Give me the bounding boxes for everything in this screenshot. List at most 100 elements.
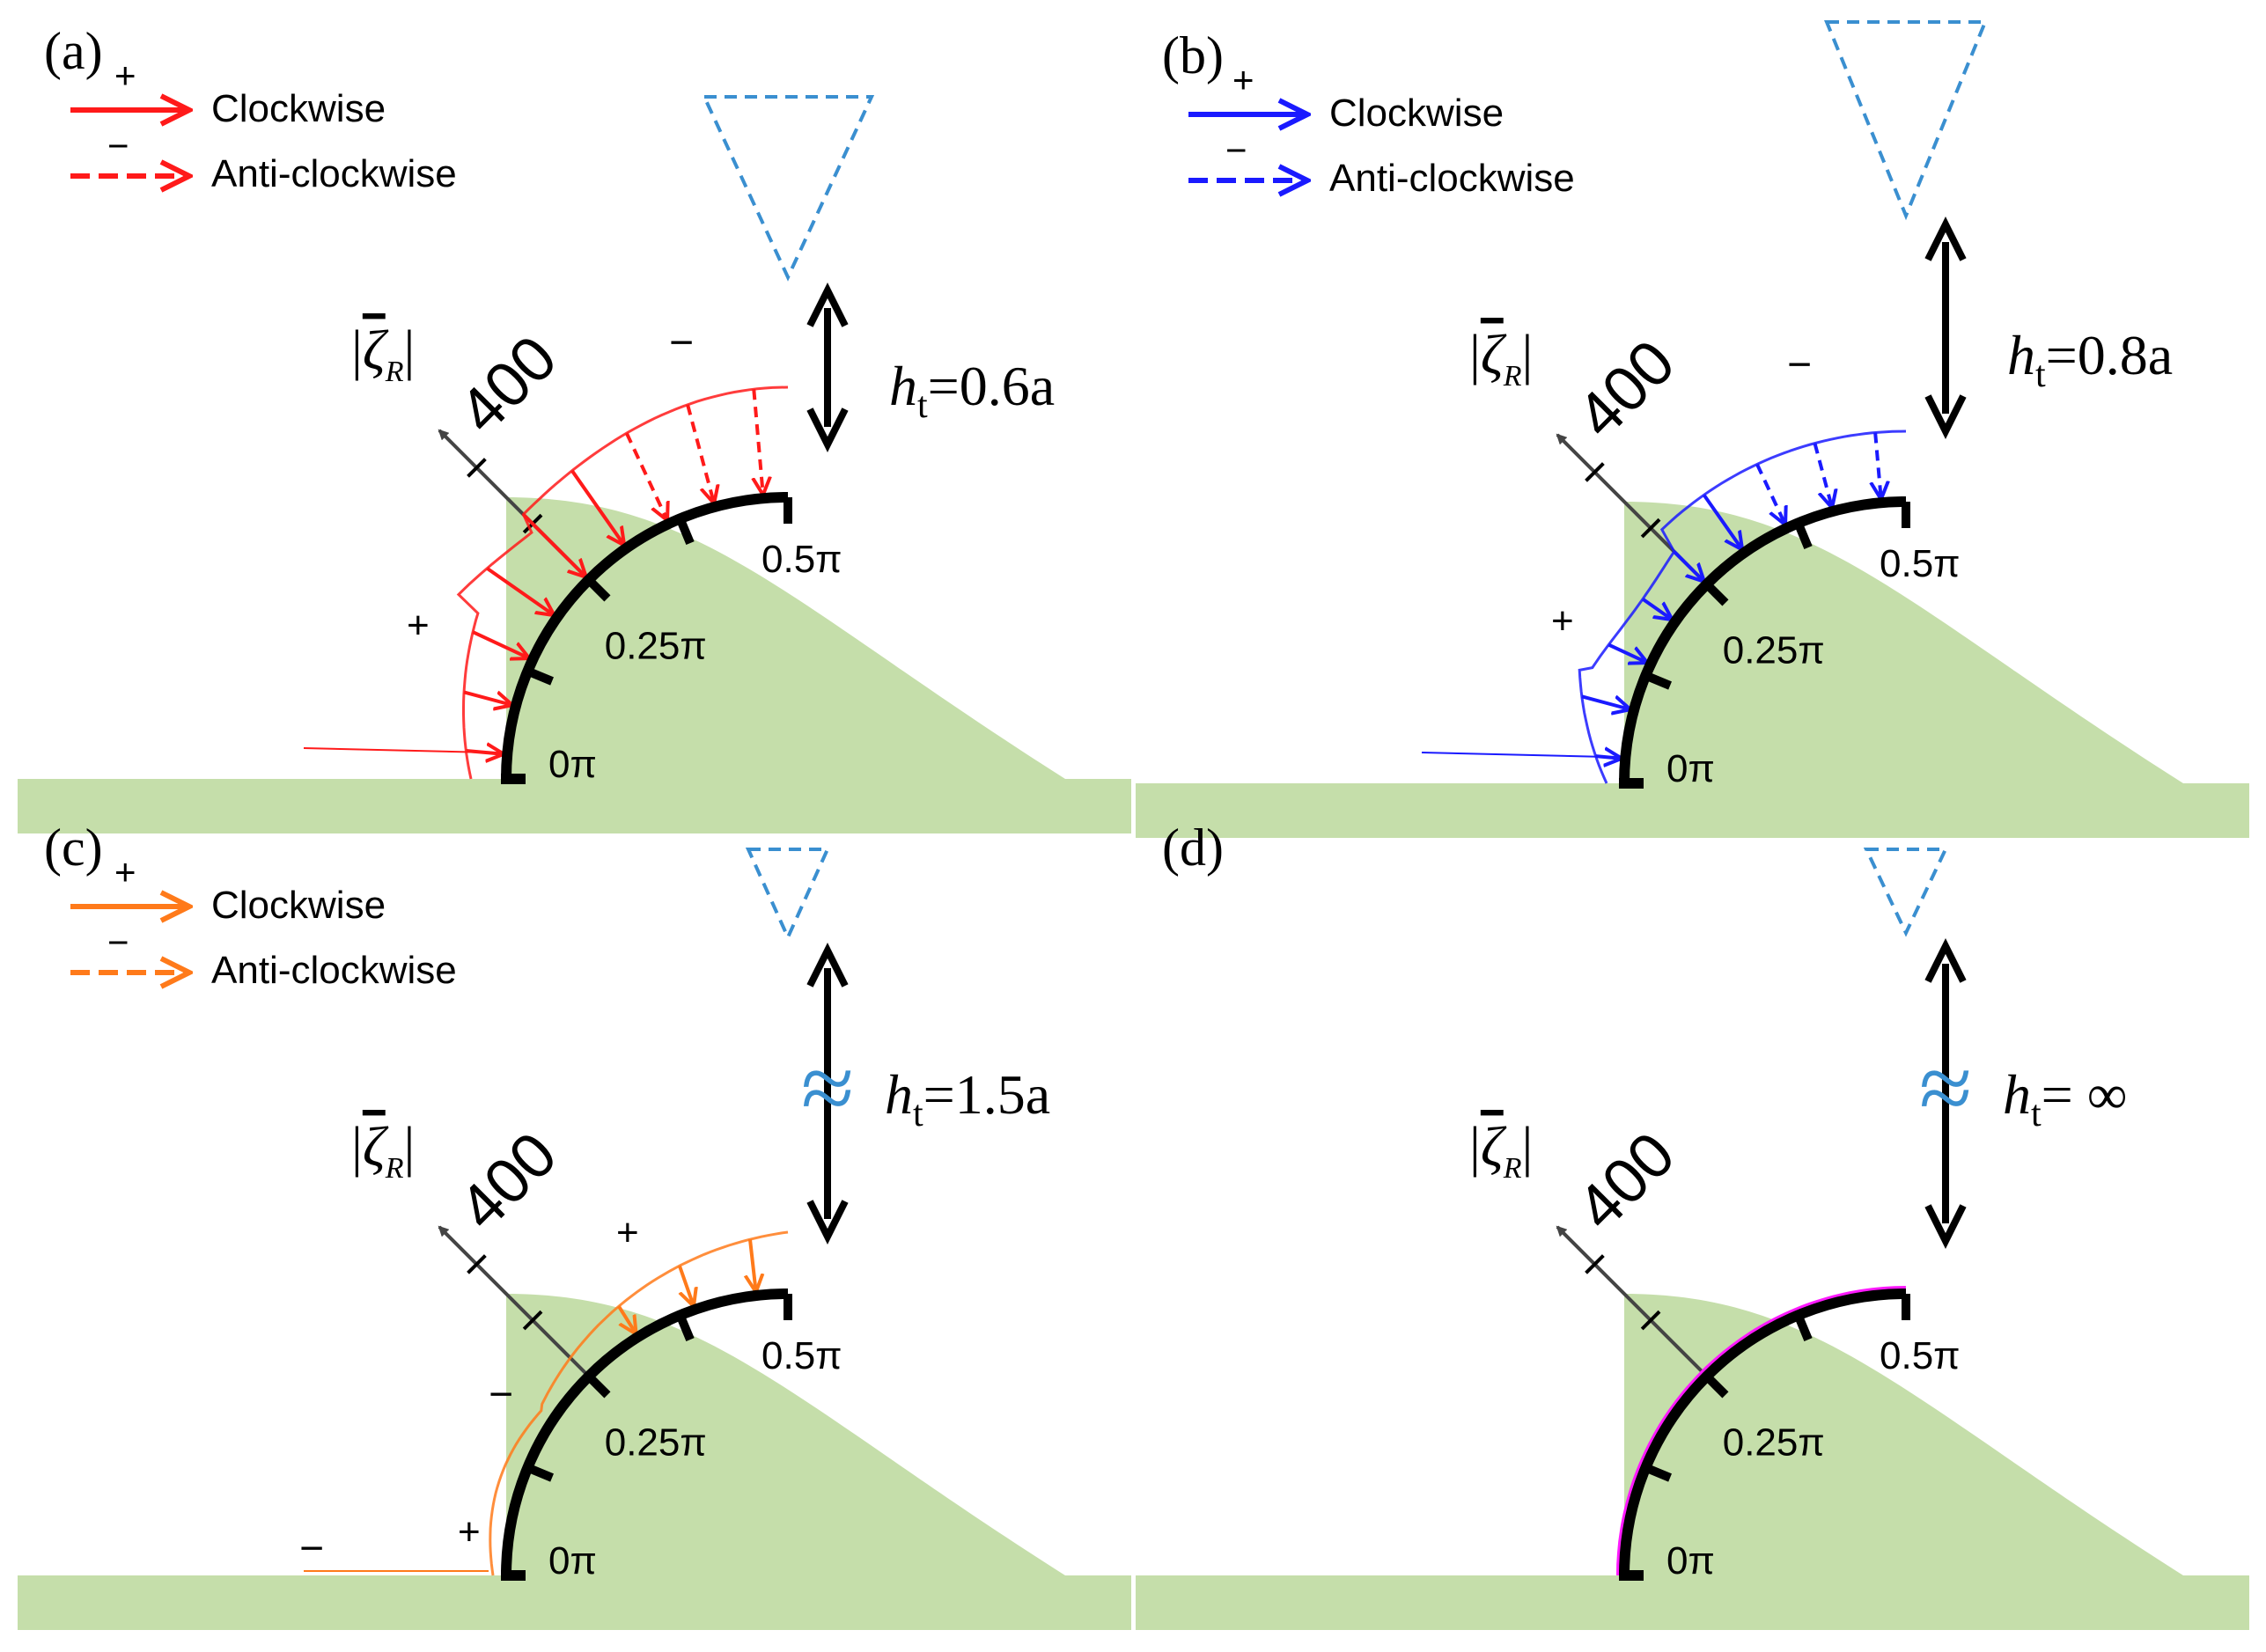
magnitude-axis-tick <box>1585 462 1605 482</box>
arc-tick <box>1793 521 1813 549</box>
panel-b: ht=0.8a400|ζR|−+0π0.25π0.5π(b)+Clockwise… <box>1136 20 2249 838</box>
sign-minus: − <box>489 1371 513 1418</box>
profile-arrow <box>624 432 666 518</box>
height-arrow-head-up <box>806 943 849 988</box>
magnitude-axis-label: |ζR| <box>351 1115 415 1185</box>
legend-plus-sign: + <box>1232 59 1254 100</box>
probe-tip-outline <box>701 95 875 282</box>
magnitude-axis-value: 400 <box>1563 1119 1688 1244</box>
magnitude-axis <box>1556 1225 1709 1378</box>
tick-label-05pi: 0.5π <box>761 538 842 581</box>
legend-anticlockwise-label: Anti-clockwise <box>211 152 457 195</box>
profile-arrow <box>486 567 553 614</box>
tick-label-0pi: 0π <box>1666 747 1715 790</box>
magnitude-axis-label: |ζR| <box>1469 323 1533 393</box>
arc-tick <box>585 576 611 602</box>
axis-break-symbol: ≈ <box>801 1034 854 1142</box>
sign-plus: + <box>616 1211 639 1254</box>
profile-arrow <box>686 404 714 502</box>
legend-clockwise-label: Clockwise <box>211 87 386 130</box>
profile-arrow <box>463 690 511 704</box>
profile-arrow <box>1813 443 1831 506</box>
arc-tick <box>675 1313 695 1341</box>
arc-tick <box>675 517 695 545</box>
legend-anticlockwise-label: Anti-clockwise <box>1329 157 1575 200</box>
arc-tick <box>1644 1463 1672 1482</box>
magnitude-axis-label: |ζR| <box>1469 1115 1533 1185</box>
magnitude-axis-value: 400 <box>445 1119 570 1244</box>
droplet-dome <box>1624 1294 2183 1575</box>
magnitude-axis-tick <box>1640 1310 1661 1331</box>
legend-clockwise-label: Clockwise <box>211 884 386 927</box>
legend-minus-sign: − <box>107 921 129 963</box>
magnitude-axis-tick <box>467 458 487 478</box>
magnitude-axis-tick <box>522 1310 543 1331</box>
tick-label-025pi: 0.25π <box>605 625 707 668</box>
panel-c: ≈ ht=1.5a 400 |ζR| + − + − 0π 0.25π 0.5π (c) + Clockw… <box>18 819 1131 1630</box>
height-arrow-head-up <box>806 283 849 327</box>
axis-break-symbol: ≈ <box>1919 1034 1972 1142</box>
profile-tail <box>1421 752 1608 758</box>
profile-arrow <box>617 1305 636 1333</box>
sign-plus: + <box>458 1510 481 1553</box>
tick-label-025pi: 0.25π <box>1723 629 1825 672</box>
tick-label-025pi: 0.25π <box>1723 1421 1825 1465</box>
legend-plus-sign: + <box>114 55 136 96</box>
arc-tick <box>526 1463 554 1482</box>
tick-label-0pi: 0π <box>1666 1539 1715 1582</box>
tick-label-05pi: 0.5π <box>761 1334 842 1377</box>
droplet-dome <box>506 1294 1065 1575</box>
height-arrow-head-up <box>1924 217 1967 261</box>
ground-strip <box>18 1575 1131 1630</box>
magnitude-axis <box>438 1225 591 1378</box>
tick-label-05pi: 0.5π <box>1880 542 1961 585</box>
tick-label-025pi: 0.25π <box>605 1421 707 1465</box>
height-arrow-head-down <box>1924 1204 1967 1249</box>
panel-a: ht=0.6a400|ζR|−+0π0.25π0.5π(a)+Clockwise… <box>18 22 1131 833</box>
profile-arrow <box>754 389 762 493</box>
probe-tip-outline <box>745 848 831 942</box>
profile-arrow <box>1608 642 1645 663</box>
profile-arrow <box>1875 432 1880 498</box>
probe-tip-outline <box>1824 20 1988 221</box>
legend-minus-sign: − <box>1225 129 1247 171</box>
magnitude-axis-tick <box>1585 1254 1605 1274</box>
profile-arrow <box>466 751 502 754</box>
sign-plus: + <box>407 604 430 647</box>
panel-label: (d) <box>1162 819 1224 877</box>
probe-tip-outline <box>1863 848 1949 937</box>
height-label: ht=1.5a <box>885 1063 1050 1134</box>
sign-minus: − <box>1787 341 1812 388</box>
panel-label: (a) <box>44 22 103 80</box>
legend-plus-sign: + <box>114 851 136 892</box>
arc-tick <box>585 1373 611 1399</box>
profile-tail <box>303 747 489 753</box>
height-arrow-head-up <box>1924 938 1967 983</box>
tick-label-0pi: 0π <box>548 1539 597 1582</box>
magnitude-profile-curve <box>489 1230 789 1576</box>
height-label: ht=0.8a <box>2007 324 2173 395</box>
arc-tick <box>1703 1373 1729 1399</box>
panel-label: (c) <box>44 819 103 877</box>
sign-plus: + <box>1551 599 1574 642</box>
legend-minus-sign: − <box>107 125 129 166</box>
magnitude-axis-value: 400 <box>1563 327 1688 452</box>
droplet-dome <box>506 497 1065 779</box>
profile-arrow <box>1755 463 1784 523</box>
magnitude-axis-label: |ζR| <box>351 319 415 388</box>
ground-strip <box>18 779 1131 833</box>
droplet-dome <box>1624 502 2183 783</box>
height-label: ht=0.6a <box>889 355 1055 426</box>
ground-strip <box>1136 783 2249 838</box>
sign-minus: − <box>299 1525 324 1572</box>
arc-tick <box>1793 1313 1813 1341</box>
profile-arrow <box>678 1265 693 1304</box>
tick-label-05pi: 0.5π <box>1880 1334 1961 1377</box>
height-arrow-head-down <box>1924 394 1967 439</box>
profile-arrow <box>1673 550 1703 581</box>
profile-arrow <box>1581 694 1629 709</box>
magnitude-axis-tick <box>467 1254 487 1274</box>
magnitude-axis-value: 400 <box>445 322 570 447</box>
